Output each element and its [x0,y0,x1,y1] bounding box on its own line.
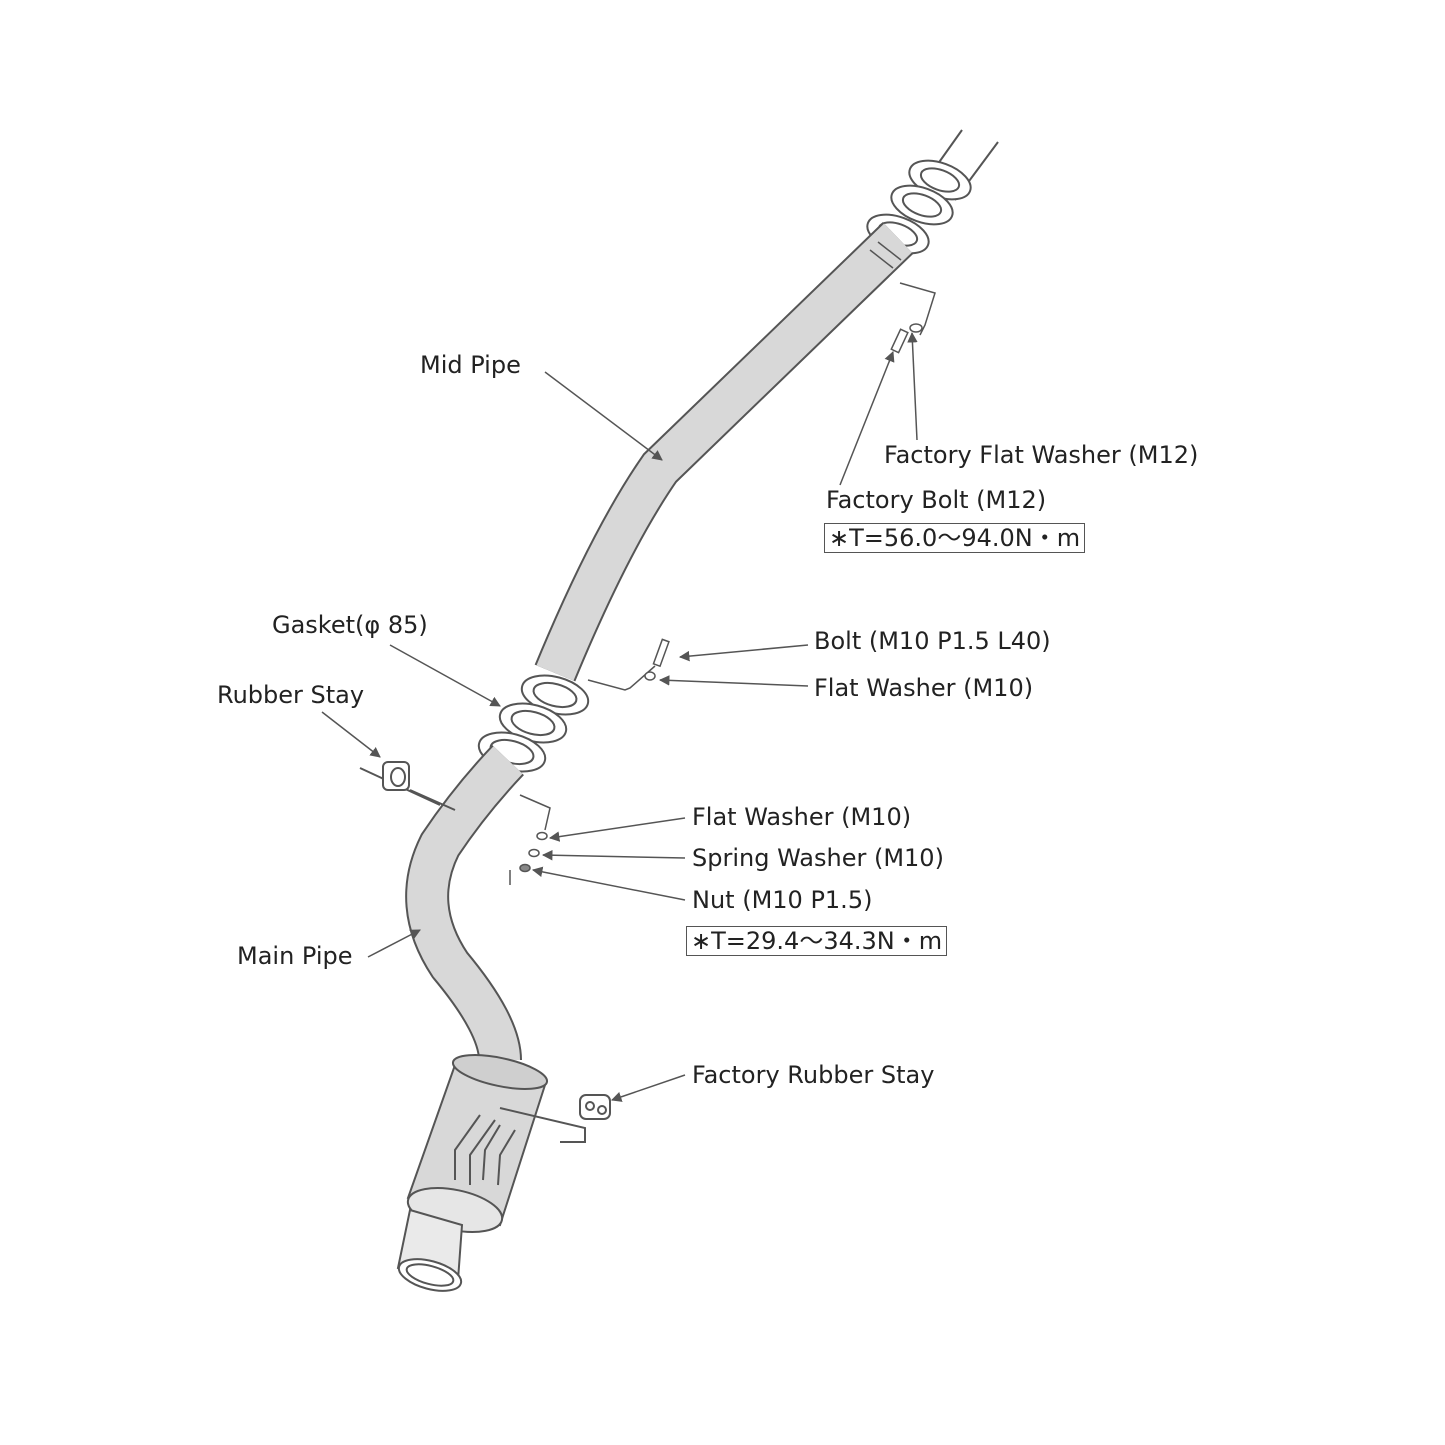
main-pipe-hardware [509,794,551,885]
label-factory-bolt-torque: ∗T=56.0〜94.0N・m [824,523,1086,553]
label-factory-bolt: Factory Bolt (M12) [826,486,1047,514]
muffler-shape [406,1054,549,1233]
factory-bolt-leader [839,351,895,486]
flat-washer-lower-leader [548,817,686,842]
main-pipe-leader [367,929,421,958]
label-main-pipe: Main Pipe [237,942,353,970]
label-factory-flat-washer: Factory Flat Washer (M12) [884,441,1199,469]
label-spring-washer: Spring Washer (M10) [692,844,944,872]
label-rubber-stay: Rubber Stay [217,681,365,709]
label-gasket: Gasket(φ 85) [272,611,428,639]
flat-washer-upper-leader [658,675,809,687]
label-factory-rubber-stay: Factory Rubber Stay [692,1061,935,1089]
factory-rubber-stay-part [499,1094,611,1143]
tailpipe-shape [396,1208,464,1292]
label-flat-washer-lower: Flat Washer (M10) [692,803,912,831]
label-flat-washer-upper: Flat Washer (M10) [814,674,1034,702]
mid-pipe-shape [534,222,914,682]
spring-washer-leader [541,849,686,861]
nut-leader [531,866,686,901]
rubber-stay-leader [321,711,381,758]
main-pipe-shape [405,744,524,1062]
mid-pipe-leader [544,371,663,461]
bolt-leader [678,644,809,662]
gasket-leader [389,644,501,707]
label-mid-pipe: Mid Pipe [420,351,521,379]
label-nut: Nut (M10 P1.5) [692,886,873,914]
factory-flat-washer-leader [907,331,918,441]
factory-rubber-stay-leader [611,1074,686,1102]
rubber-stay-part [359,761,456,811]
label-nut-torque: ∗T=29.4〜34.3N・m [686,926,948,956]
leader-arrows [321,331,918,1102]
label-bolt: Bolt (M10 P1.5 L40) [814,627,1051,655]
